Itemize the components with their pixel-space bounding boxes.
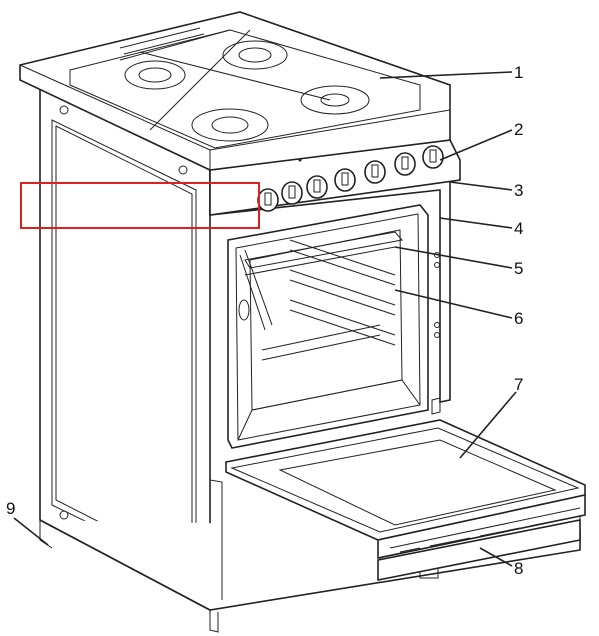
callout-5: 5	[514, 259, 523, 278]
knob	[422, 145, 444, 169]
cooktop	[19, 11, 451, 171]
callout-7: 7	[514, 375, 523, 394]
leader-line-8	[479, 547, 513, 567]
leader-lines	[13, 71, 517, 567]
knob	[306, 175, 328, 199]
knob	[257, 188, 279, 212]
oven-door	[225, 419, 586, 581]
callout-3: 3	[514, 181, 523, 200]
oven-cavity	[227, 204, 441, 449]
highlight-box	[20, 182, 260, 229]
callout-2: 2	[514, 120, 523, 139]
knob	[281, 181, 303, 205]
knob	[364, 160, 386, 184]
control-knobs	[257, 145, 444, 212]
callout-8: 8	[514, 559, 523, 578]
leader-line-1	[379, 71, 513, 79]
leader-line-6	[394, 289, 513, 319]
knob	[394, 152, 416, 176]
callout-1: 1	[514, 63, 523, 82]
callout-9: 9	[6, 499, 15, 518]
knob	[334, 168, 356, 192]
callout-6: 6	[514, 309, 523, 328]
leader-line-3	[449, 181, 513, 191]
leader-line-4	[439, 217, 513, 229]
leader-line-2	[439, 129, 513, 161]
leader-line-9	[13, 517, 49, 546]
callout-numbers: 1 2 3 4 5 6 7 8 9	[6, 63, 523, 578]
leader-line-7	[459, 391, 517, 459]
callout-4: 4	[514, 219, 523, 238]
leader-line-5	[394, 246, 513, 269]
